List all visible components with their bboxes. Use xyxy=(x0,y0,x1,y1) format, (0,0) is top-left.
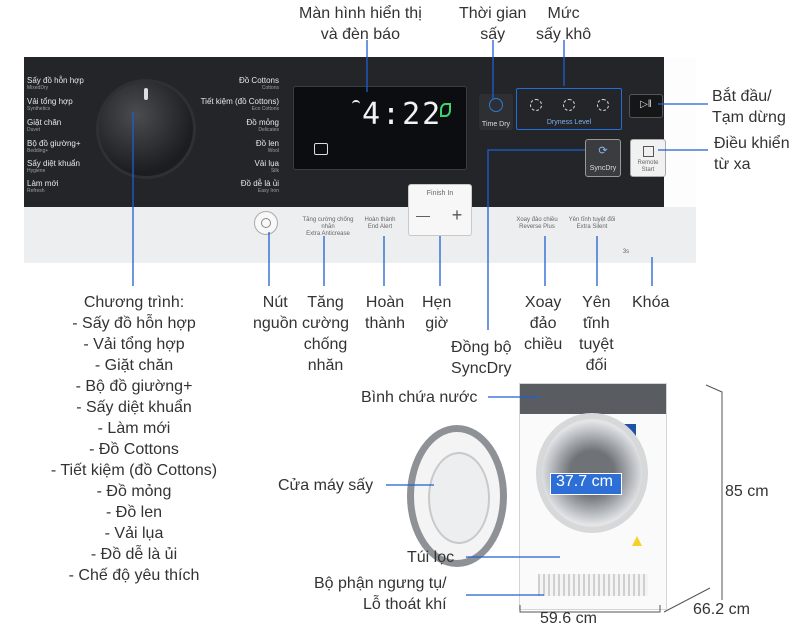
dryness-level-buttons[interactable]: Dryness Level xyxy=(516,88,622,130)
program-item: - Bộ đồ giường+ xyxy=(75,378,193,395)
line-syncdry xyxy=(487,149,585,330)
program-item: - Chế độ yêu thích xyxy=(68,567,200,584)
sun-icon-2 xyxy=(563,99,575,111)
program-item: - Giặt chăn xyxy=(94,357,174,374)
program-item: - Đồ mỏng xyxy=(96,483,172,500)
sync-icon: ⟳ xyxy=(598,145,608,157)
finish-in-box: Finish In — + xyxy=(408,184,472,236)
eco-leaf-icon xyxy=(440,103,451,117)
prog-right-2: Tiết kiệm (đồ Cottons)Eco Cottons xyxy=(200,97,279,112)
drum-size-badge xyxy=(550,473,622,495)
syncdry-button[interactable]: ⟳ SyncDry xyxy=(585,139,621,177)
depth-dim-line xyxy=(663,587,711,613)
door-glass xyxy=(428,452,490,544)
clock-icon xyxy=(489,98,503,112)
dryness-level-label: Dryness Level xyxy=(546,119,592,126)
start-pause-button[interactable]: ▷‖ xyxy=(629,94,663,118)
program-knob[interactable] xyxy=(99,82,193,176)
remote-icon xyxy=(643,146,654,157)
dryer-door xyxy=(407,425,507,567)
wifi-icon xyxy=(352,100,360,108)
time-dry-label: Time Dry xyxy=(481,121,511,128)
syncdry-label: SyncDry xyxy=(589,165,617,172)
label-door: Cửa máy sấy xyxy=(278,477,374,494)
width-dim-line xyxy=(519,605,661,613)
height-dimension: 85 cm xyxy=(725,483,769,500)
programs-title: Chương trình: xyxy=(83,294,185,311)
play-pause-icon: ▷‖ xyxy=(640,99,652,110)
condenser-vent xyxy=(538,574,648,596)
program-item: - Vải tổng hợp xyxy=(83,336,185,353)
warning-icon xyxy=(632,536,642,546)
program-item: - Đồ len xyxy=(105,504,163,521)
plus-button[interactable]: + xyxy=(451,205,463,225)
prog-left-4: Bộ đồ giường+Bedding+ xyxy=(27,139,81,154)
shirt-icon xyxy=(314,143,328,155)
label-lock: Khóa xyxy=(632,294,670,311)
power-icon xyxy=(261,218,271,228)
depth-dimension: 66.2 cm xyxy=(693,601,750,618)
finish-in-label: Finish In xyxy=(426,190,454,197)
height-dim-line xyxy=(705,384,723,600)
program-item: - Sấy đồ hỗn hợp xyxy=(72,315,196,332)
time-dry-button[interactable]: Time Dry xyxy=(479,94,513,130)
knob-marker-icon xyxy=(144,88,148,100)
width-dimension: 59.6 cm xyxy=(540,610,597,627)
program-item: - Làm mới xyxy=(97,420,171,437)
label-water-tank: Bình chứa nước xyxy=(361,389,478,406)
minus-button[interactable]: — xyxy=(416,207,430,223)
program-item: - Vải lụa xyxy=(104,525,164,542)
program-item: - Tiết kiệm (đồ Cottons) xyxy=(50,462,218,479)
program-item: - Đồ Cottons xyxy=(89,441,179,458)
dryer-control-strip xyxy=(520,384,666,414)
lcd-display: 4:22 xyxy=(293,86,467,170)
lock-panel-label: 3s xyxy=(622,249,630,255)
sun-icon-3 xyxy=(597,99,609,111)
program-item: - Sấy diệt khuẩn xyxy=(76,399,192,416)
label-start-pause: Bắt đầu/Tạm dừng xyxy=(712,88,786,126)
program-item: - Đồ dễ là ủi xyxy=(90,546,178,563)
programs-list: Chương trình: - Sấy đồ hỗn hợp - Vải tổn… xyxy=(24,292,244,586)
label-lint-filter: Túi lọc xyxy=(407,549,455,566)
label-condenser: Bộ phận ngưng tụ/Lỗ thoát khí xyxy=(314,575,447,613)
power-button[interactable] xyxy=(254,211,278,235)
display-time: 4:22 xyxy=(362,97,443,132)
remote-start-button[interactable]: Remote Start xyxy=(630,139,666,177)
remote-start-label: Remote Start xyxy=(637,160,659,173)
drum-size-label: 37.7 cm xyxy=(556,473,613,490)
sun-icon-1 xyxy=(530,99,542,111)
